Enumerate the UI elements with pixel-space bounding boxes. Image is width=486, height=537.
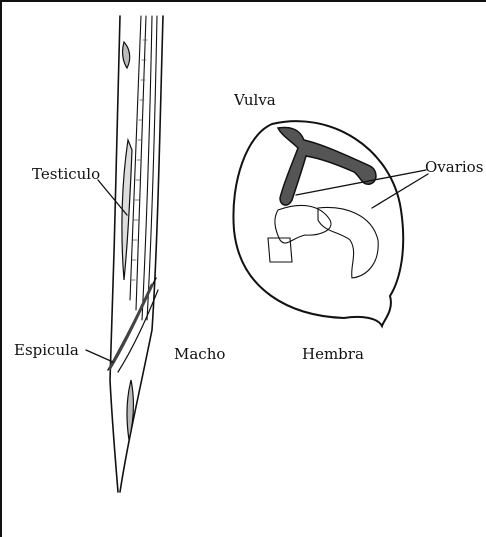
male-spicule-1	[110, 285, 152, 368]
male-worm-illustration	[86, 16, 163, 492]
label-espicula: Espicula	[14, 343, 79, 358]
label-macho: Macho	[174, 347, 225, 362]
male-inner-tube-3	[142, 16, 152, 320]
male-upper-organ	[123, 42, 130, 68]
female-worm-illustration	[233, 121, 428, 326]
label-vulva: Vulva	[234, 93, 276, 108]
male-tail-organ	[127, 380, 134, 440]
label-testiculo: Testiculo	[32, 167, 100, 182]
espicula-leader-line	[86, 350, 113, 362]
male-body-left-wall	[110, 16, 120, 492]
label-ovarios: Ovarios	[425, 160, 483, 175]
label-hembra: Hembra	[302, 347, 364, 362]
